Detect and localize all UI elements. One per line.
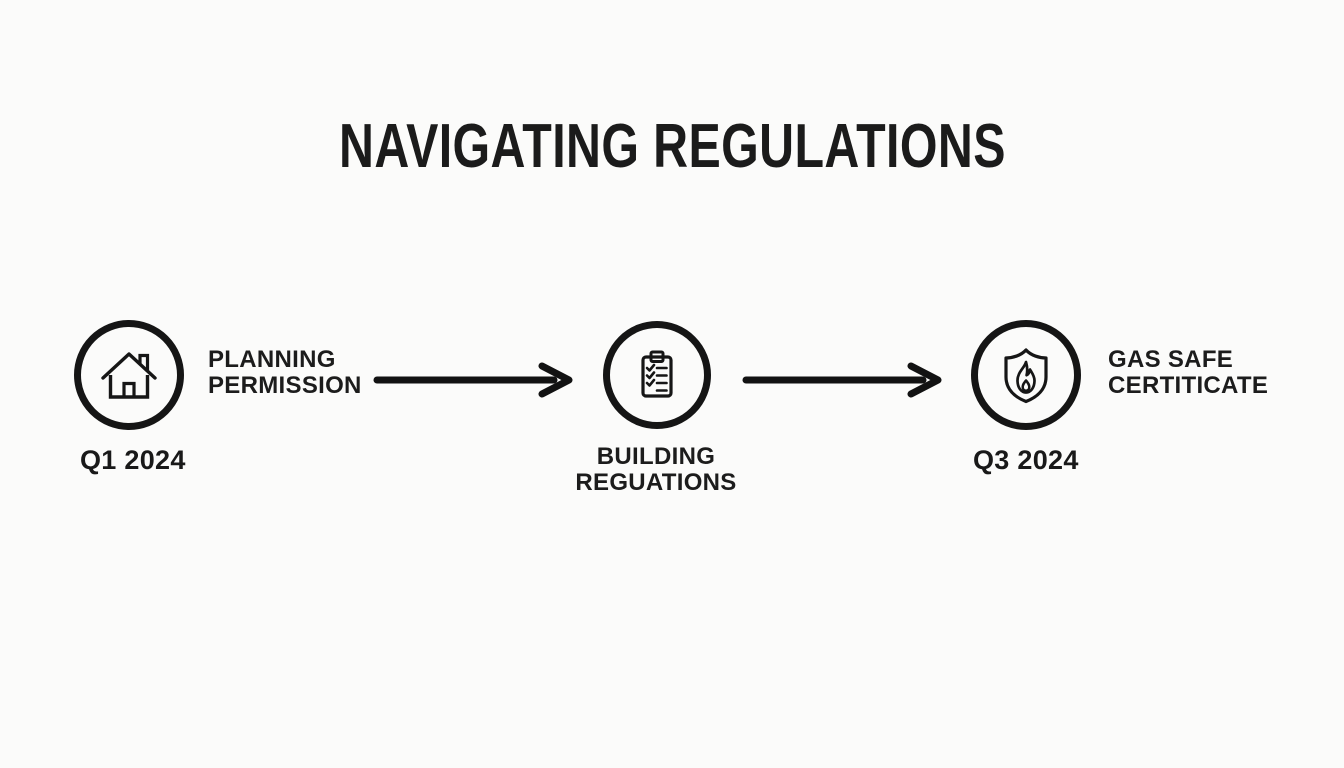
step-label-planning-permission: PLANNING PERMISSION xyxy=(208,347,362,399)
step-date-q1-2024: Q1 2024 xyxy=(80,445,186,475)
step-label-line: PLANNING xyxy=(208,346,336,373)
step-label-building-regulations: BUILDING REGUATIONS xyxy=(546,444,766,496)
step-label-line: PERMISSION xyxy=(208,372,362,399)
step-circle-gas-safe-certificate xyxy=(971,320,1081,430)
page-title: NAVIGATING REGULATIONS xyxy=(338,112,1006,181)
house-icon xyxy=(101,352,157,399)
step-date-q3-2024: Q3 2024 xyxy=(973,445,1079,475)
step-label-gas-safe-certificate: GAS SAFE CERTITICATE xyxy=(1108,347,1268,399)
arrow-right-icon xyxy=(373,362,573,398)
shield-flame-icon xyxy=(1004,348,1048,404)
step-circle-planning-permission xyxy=(74,320,184,430)
step-label-line: BUILDING xyxy=(596,443,716,470)
step-label-line: GAS SAFE xyxy=(1108,346,1234,373)
clipboard-checklist-icon xyxy=(641,350,673,398)
step-label-line: CERTITICATE xyxy=(1108,372,1269,399)
step-circle-building-regulations xyxy=(603,321,711,429)
arrow-right-icon xyxy=(742,362,942,398)
page-title-container: NAVIGATING REGULATIONS xyxy=(0,116,1344,178)
step-label-line: REGUATIONS xyxy=(575,469,737,496)
